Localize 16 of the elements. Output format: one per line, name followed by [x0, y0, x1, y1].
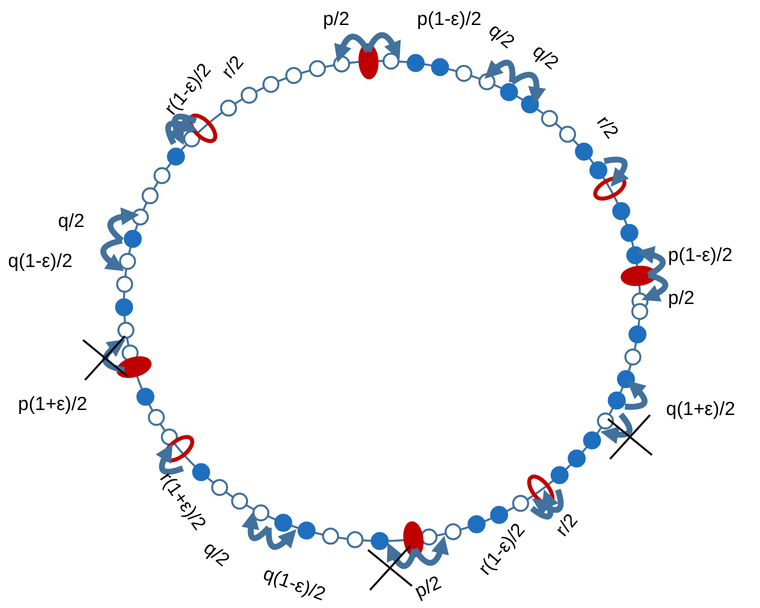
rate-label: q(1-ε)/2 — [260, 564, 328, 604]
rate-label: q(1+ε)/2 — [666, 400, 736, 419]
rate-label: p/2 — [412, 573, 444, 602]
rate-label: p/2 — [323, 10, 350, 29]
rate-label: r/2 — [552, 510, 582, 540]
rate-label: p(1-ε)/2 — [668, 246, 732, 265]
rate-label: q/2 — [200, 538, 232, 570]
rate-label: q/2 — [528, 42, 562, 74]
rate-label: q/2 — [484, 20, 518, 52]
rate-label: r/2 — [218, 52, 248, 82]
rate-label: r/2 — [592, 112, 622, 142]
rate-label: p(1+ε)/2 — [18, 395, 88, 414]
rate-label: q/2 — [58, 212, 84, 231]
rate-label: p/2 — [668, 289, 694, 308]
rate-label: q(1-ε)/2 — [8, 252, 72, 271]
rate-label: p(1-ε)/2 — [417, 10, 482, 29]
